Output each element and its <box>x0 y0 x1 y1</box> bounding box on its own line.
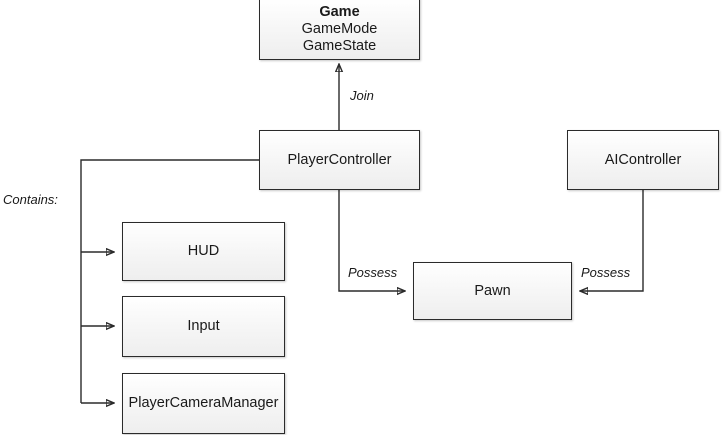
node-playercameramanager[interactable]: PlayerCameraManager <box>122 373 285 434</box>
connector-contains-trunk <box>80 159 259 403</box>
node-aicontroller[interactable]: AIController <box>567 130 719 190</box>
node-input-label: Input <box>187 318 220 334</box>
node-hud-label: HUD <box>187 243 220 259</box>
edge-label-join: Join <box>350 88 374 103</box>
node-pawn-label: Pawn <box>474 282 511 299</box>
node-input[interactable]: Input <box>122 296 285 357</box>
node-hud[interactable]: HUD <box>122 222 285 281</box>
node-playercontroller-label: PlayerController <box>287 151 392 168</box>
node-game-line-gamestate: GameState <box>302 37 377 54</box>
edge-label-possess-ai: Possess <box>581 265 631 280</box>
node-game-line-gamemode: GameMode <box>301 20 378 37</box>
legend-contains-label: Contains: <box>3 192 58 207</box>
node-pawn[interactable]: Pawn <box>413 262 572 320</box>
node-playercontroller[interactable]: PlayerController <box>259 130 420 190</box>
node-playercameramanager-label: PlayerCameraManager <box>128 395 279 411</box>
node-game-heading: Game <box>319 3 360 20</box>
node-aicontroller-label: AIController <box>604 151 682 168</box>
edge-label-possess-player: Possess <box>348 265 398 280</box>
node-game[interactable]: Game GameMode GameState <box>259 0 420 60</box>
